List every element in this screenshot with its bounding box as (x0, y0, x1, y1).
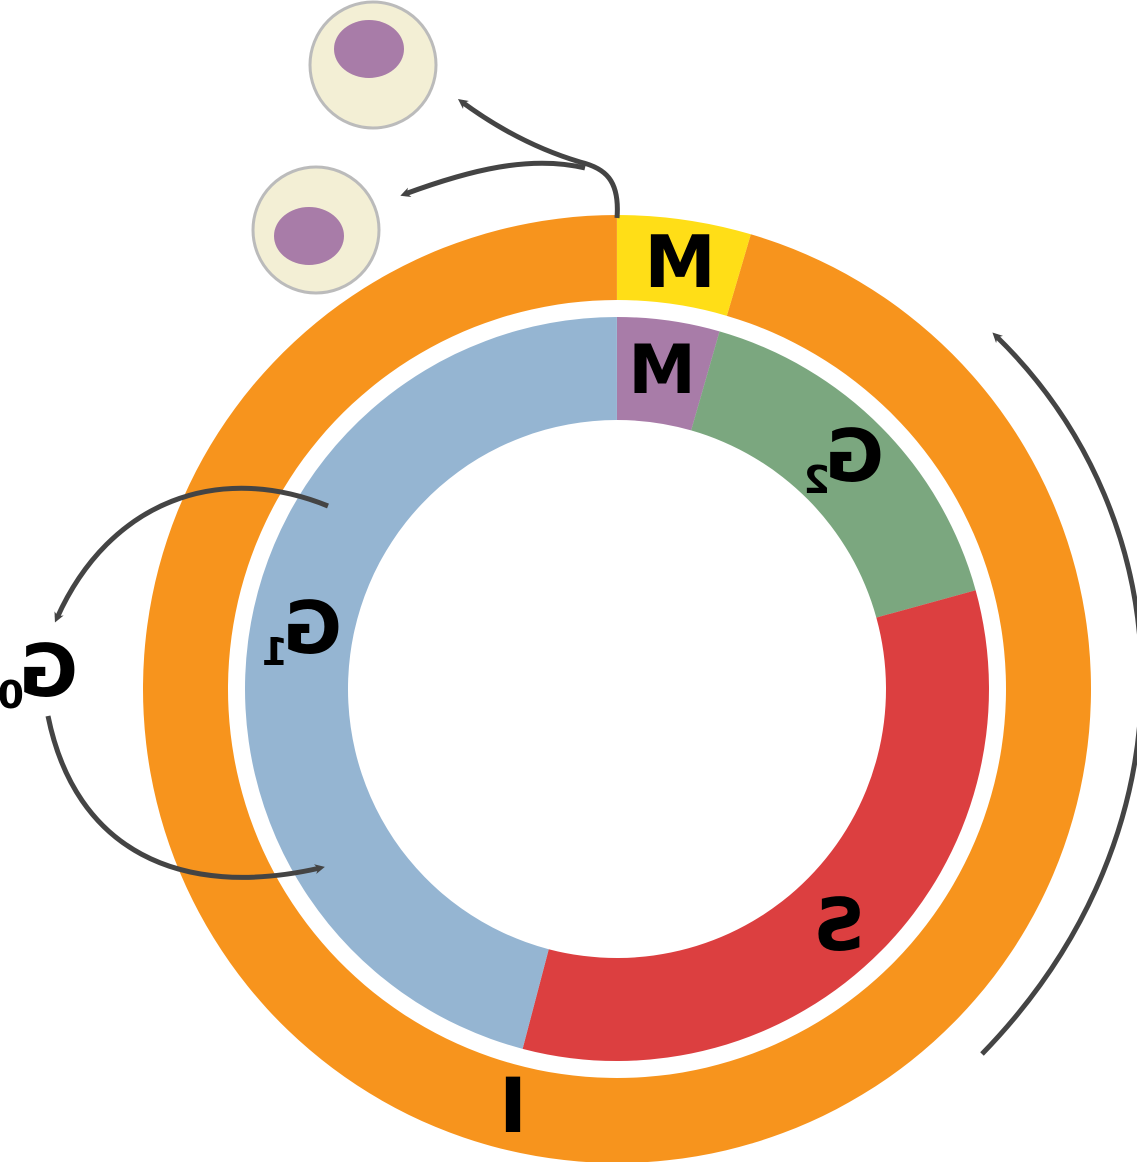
nucleus (274, 207, 344, 265)
g1-segment (245, 317, 617, 1049)
division-arrow-top (457, 99, 620, 219)
g0-to-g1-arrow (45, 715, 325, 880)
label-g2: G (825, 414, 884, 498)
label-g0: G (19, 629, 78, 713)
label-g1-subscript: 1 (262, 630, 288, 674)
mitosis-outer-segment (617, 215, 751, 316)
daughter-cell-bottom (251, 165, 381, 295)
g1-to-g0-arrow (54, 485, 329, 623)
mitosis-inner-segment (617, 317, 720, 431)
daughter-cell-top (308, 0, 438, 130)
label-mitosis-outer: M (644, 220, 716, 304)
label-g2-subscript: 2 (804, 458, 830, 502)
phase-rings (143, 215, 1091, 1162)
label-s: S (813, 883, 865, 967)
s-segment (522, 590, 990, 1061)
nucleus (334, 20, 404, 78)
label-mitosis-inner: M (628, 331, 696, 410)
cycle-direction-arrow (980, 332, 1137, 1056)
label-g1: G (283, 586, 342, 670)
label-g0-subscript: 0 (0, 673, 24, 717)
label-interphase: I (499, 1061, 527, 1150)
division-arrow-bottom (400, 160, 586, 197)
g2-segment (691, 331, 976, 618)
